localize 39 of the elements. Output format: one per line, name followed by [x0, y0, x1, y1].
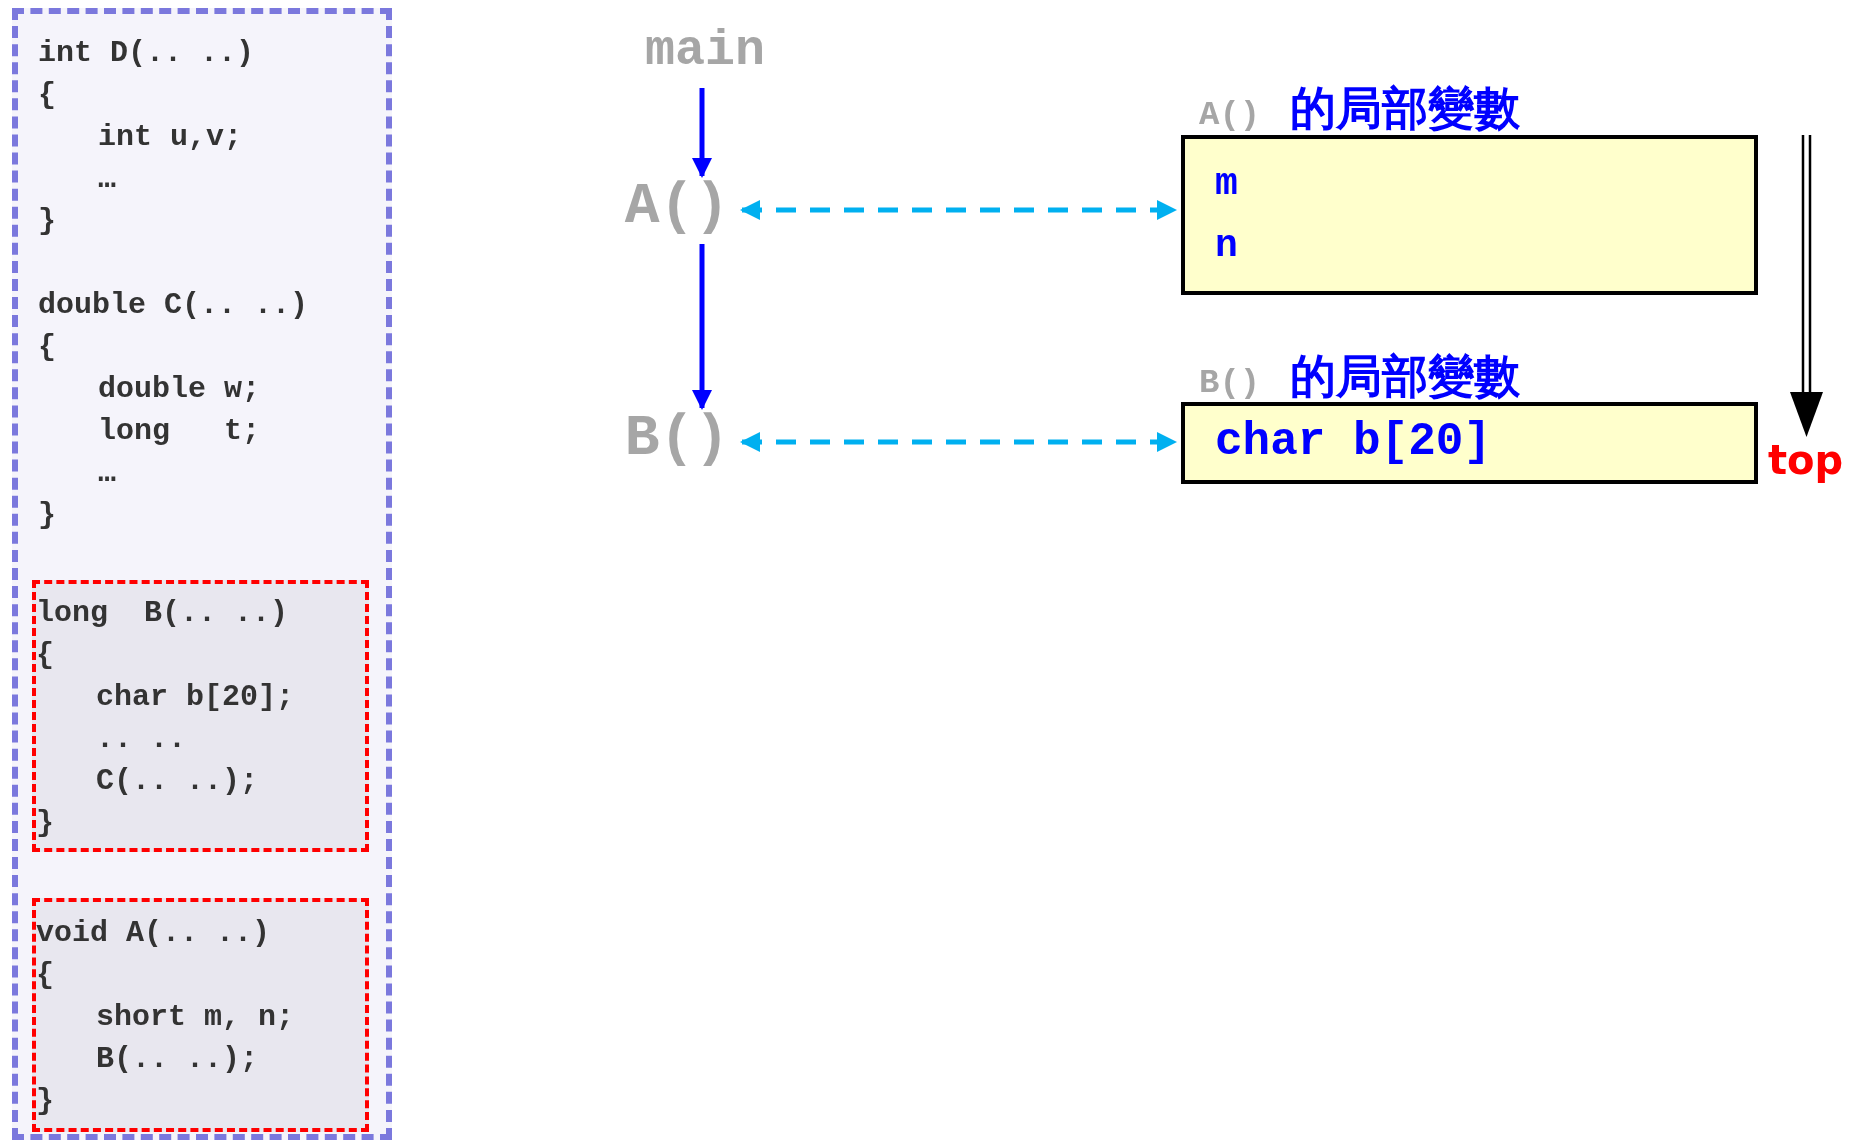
- code-line: }: [38, 497, 56, 534]
- frame-heading: 的局部變數: [1290, 80, 1521, 137]
- function-name: A(): [1199, 96, 1261, 134]
- arrow: [740, 200, 1177, 220]
- code-line: {: [38, 77, 56, 114]
- code-line: {: [36, 637, 54, 674]
- code-line: {: [36, 957, 54, 994]
- code-line: }: [36, 805, 54, 842]
- function-name: B(): [1199, 364, 1261, 402]
- code-line: char b[20];: [95, 679, 295, 716]
- code-panel: [12, 8, 392, 1140]
- arrow: [692, 88, 712, 178]
- variable-name: char b[20]: [1215, 415, 1492, 470]
- code-line: void A(.. ..): [36, 915, 271, 952]
- frame-heading: 的局部變數: [1290, 348, 1521, 405]
- code-line: {: [38, 329, 56, 366]
- code-line: int u,v;: [97, 119, 243, 156]
- code-line: long t;: [97, 413, 261, 450]
- code-line: double C(.. ..): [38, 287, 309, 324]
- function-name: B(): [622, 410, 732, 468]
- code-line: }: [38, 203, 56, 240]
- code-line: }: [36, 1083, 54, 1120]
- code-line: double w;: [97, 371, 261, 408]
- arrow: [692, 244, 712, 410]
- arrow: [740, 432, 1177, 452]
- function-box: [32, 898, 369, 1132]
- code-line: long B(.. ..): [36, 595, 289, 632]
- function-box: [32, 580, 369, 852]
- code-line: short m, n;: [95, 999, 295, 1036]
- code-line: B(.. ..);: [95, 1041, 259, 1078]
- function-name: main: [640, 26, 770, 76]
- code-line: int D(.. ..): [38, 35, 255, 72]
- variable-name: n: [1215, 223, 1238, 269]
- code-line: C(.. ..);: [95, 763, 259, 800]
- code-line: …: [97, 161, 116, 198]
- function-name: A(): [622, 178, 732, 236]
- code-line: .. ..: [95, 721, 186, 758]
- code-line: …: [97, 455, 116, 492]
- variable-name: m: [1215, 161, 1238, 207]
